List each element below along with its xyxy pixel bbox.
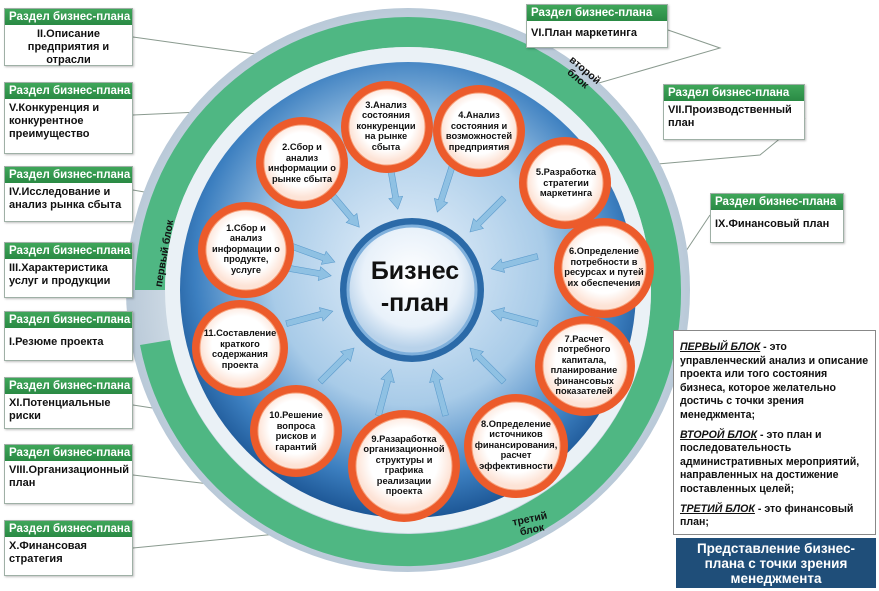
arrow-8	[469, 347, 507, 385]
section-title: VI.План маркетинга	[531, 27, 637, 39]
definition-second: ВТОРОЙ БЛОК - это план и последовательно…	[680, 429, 871, 497]
section-box-10: Раздел бизнес-плана X.Финансовая стратег…	[4, 520, 133, 576]
arrow-6	[490, 253, 539, 273]
arrow-12	[285, 307, 334, 327]
arrow-9	[429, 368, 449, 417]
step-1-circle	[205, 209, 287, 291]
ring-segment-third	[140, 290, 682, 567]
arrow-10	[375, 368, 395, 417]
section-title: XI.Потенциальные риски	[9, 397, 111, 422]
step-8-circle	[471, 401, 561, 491]
section-title: X.Финансовая стратегия	[9, 540, 87, 565]
section-title: V.Конкуренция и конкурентное преимуществ…	[9, 102, 100, 140]
step-6-label: 6.Определение потребности в ресурсах и п…	[564, 246, 644, 288]
footer-caption: Представление бизнес-плана с точки зрени…	[676, 538, 876, 588]
definition-third: ТРЕТИЙ БЛОК - это финансовый план;	[680, 503, 871, 530]
section-title: IX.Финансовый план	[715, 218, 830, 230]
step-8-label: 8.Определение источников финансирования,…	[474, 418, 558, 471]
definition-second-text: - это план и последовательность админист…	[680, 428, 860, 495]
section-title: IV.Исследование и анализ рынка сбыта	[9, 186, 122, 211]
section-header: Раздел бизнес-плана	[527, 5, 667, 21]
definition-second-term: ВТОРОЙ БЛОК	[680, 428, 758, 441]
step-1-label: 1.Сбор и анализ информации о продукте, у…	[212, 222, 280, 275]
step-10-circle	[257, 392, 335, 470]
step-9-label: 9.Разаработка организационной структуры …	[363, 433, 445, 497]
section-box-8: Раздел бизнес-плана VIII.Организационный…	[4, 444, 133, 504]
section-box-4: Раздел бизнес-плана IV.Исследование и ан…	[4, 166, 133, 222]
section-title: VIII.Организационный план	[9, 464, 130, 489]
step-6-circle	[561, 225, 647, 311]
section-header: Раздел бизнес-плана	[5, 521, 132, 537]
section-box-3: Раздел бизнес-плана III.Характеристика у…	[4, 242, 133, 298]
section-box-11: Раздел бизнес-плана XI.Потенциальные рис…	[4, 377, 133, 429]
step-2-label: 2.Сбор и анализ информации о рынке сбыта	[268, 142, 336, 184]
step-4-label: 4.Анализ состояния и возможностей предпр…	[445, 110, 513, 152]
arrow-7	[490, 307, 539, 327]
definition-third-term: ТРЕТИЙ БЛОК	[680, 502, 755, 515]
section-title: VII.Производственный план	[668, 104, 792, 129]
section-header: Раздел бизнес-плана	[5, 83, 132, 99]
arrow-11	[317, 347, 355, 385]
section-box-7: Раздел бизнес-плана VII.Производственный…	[663, 84, 805, 140]
step-7-label: 7.Расчет потребного капитала, планирован…	[550, 333, 618, 397]
section-header: Раздел бизнес-плана	[5, 243, 132, 259]
section-title: II.Описание предприятия и отрасли	[27, 28, 110, 66]
section-header: Раздел бизнес-плана	[5, 445, 132, 461]
section-header: Раздел бизнес-плана	[5, 9, 132, 25]
step-11-circle	[199, 307, 281, 389]
arrows	[283, 161, 539, 417]
section-box-1: Раздел бизнес-плана I.Резюме проекта	[4, 311, 133, 361]
step-10-label: 10.Решение вопроса рисков и гарантий	[269, 410, 323, 452]
section-header: Раздел бизнес-плана	[5, 312, 132, 328]
section-title: III.Характеристика услуг и продукции	[9, 262, 111, 287]
definition-first-text: - это управленческий анализ и описание п…	[680, 341, 869, 421]
definition-third-text: - это финансовый план;	[680, 502, 854, 529]
step-circles	[192, 81, 654, 522]
step-9-circle	[355, 417, 453, 515]
arrow-4	[433, 165, 456, 213]
center-circle	[346, 224, 478, 356]
section-header: Раздел бизнес-плана	[5, 167, 132, 183]
connector-s6	[539, 29, 722, 101]
definitions-box: ПЕРВЫЙ БЛОК - это управленческий анализ …	[673, 330, 876, 535]
section-box-9: Раздел бизнес-плана IX.Финансовый план	[710, 193, 844, 243]
step-4-circle	[440, 92, 518, 170]
center-title: Бизнес -план	[370, 257, 460, 317]
step-5-label: 5.Разработка стратегии маркетинга	[535, 167, 597, 199]
step-3-circle	[348, 88, 426, 166]
definition-first: ПЕРВЫЙ БЛОК - это управленческий анализ …	[680, 341, 871, 423]
arrow-5	[469, 195, 507, 233]
definition-first-term: ПЕРВЫЙ БЛОК	[680, 341, 761, 353]
step-5-circle	[526, 144, 604, 222]
step-7-circle	[542, 323, 628, 409]
section-box-2: Раздел бизнес-плана II.Описание предприя…	[4, 8, 133, 66]
ring-segment-first	[135, 17, 408, 290]
section-title: I.Резюме проекта	[9, 336, 104, 348]
section-header: Раздел бизнес-плана	[5, 378, 132, 394]
arrow-1	[288, 242, 336, 265]
step-11-label: 11.Составление краткого содержания проек…	[203, 328, 277, 370]
step-2-circle	[263, 124, 341, 202]
section-box-6: Раздел бизнес-плана VI.План маркетинга	[526, 4, 668, 48]
section-header: Раздел бизнес-плана	[664, 85, 804, 101]
section-box-5: Раздел бизнес-плана V.Конкуренция и конк…	[4, 82, 133, 154]
section-header: Раздел бизнес-плана	[711, 194, 843, 210]
step-3-label: 3.Анализ состояния конкуренции на рынке …	[356, 99, 416, 152]
